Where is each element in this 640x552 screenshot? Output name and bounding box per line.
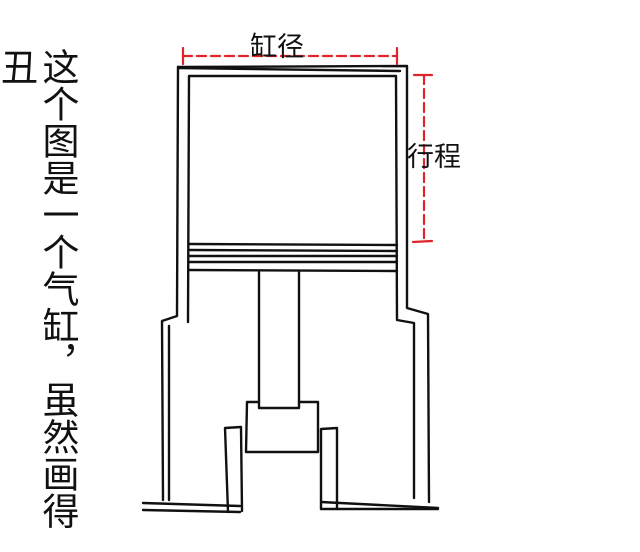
guide-left (223, 425, 244, 514)
cylinder-outer-wall-right (176, 64, 431, 504)
stroke-label: 行程 (407, 142, 461, 173)
cylinder-head-edge (177, 66, 402, 73)
stroke-tick-bottom (411, 239, 434, 244)
floor-line-left (141, 501, 242, 508)
bore-label: 缸径 (250, 32, 304, 63)
floor-line-right (319, 500, 440, 510)
guide-right (319, 426, 339, 511)
piston-rings (187, 242, 399, 273)
cylinder-inner-wall (186, 74, 416, 500)
cylinder-outer-wall-left (160, 65, 180, 502)
crosshead-block (244, 400, 320, 454)
annotation-text: 这个图是一个气缸，虽然画得丑 (0, 48, 79, 529)
connecting-rod (257, 270, 301, 410)
floor-line-bottom-left (141, 508, 242, 514)
